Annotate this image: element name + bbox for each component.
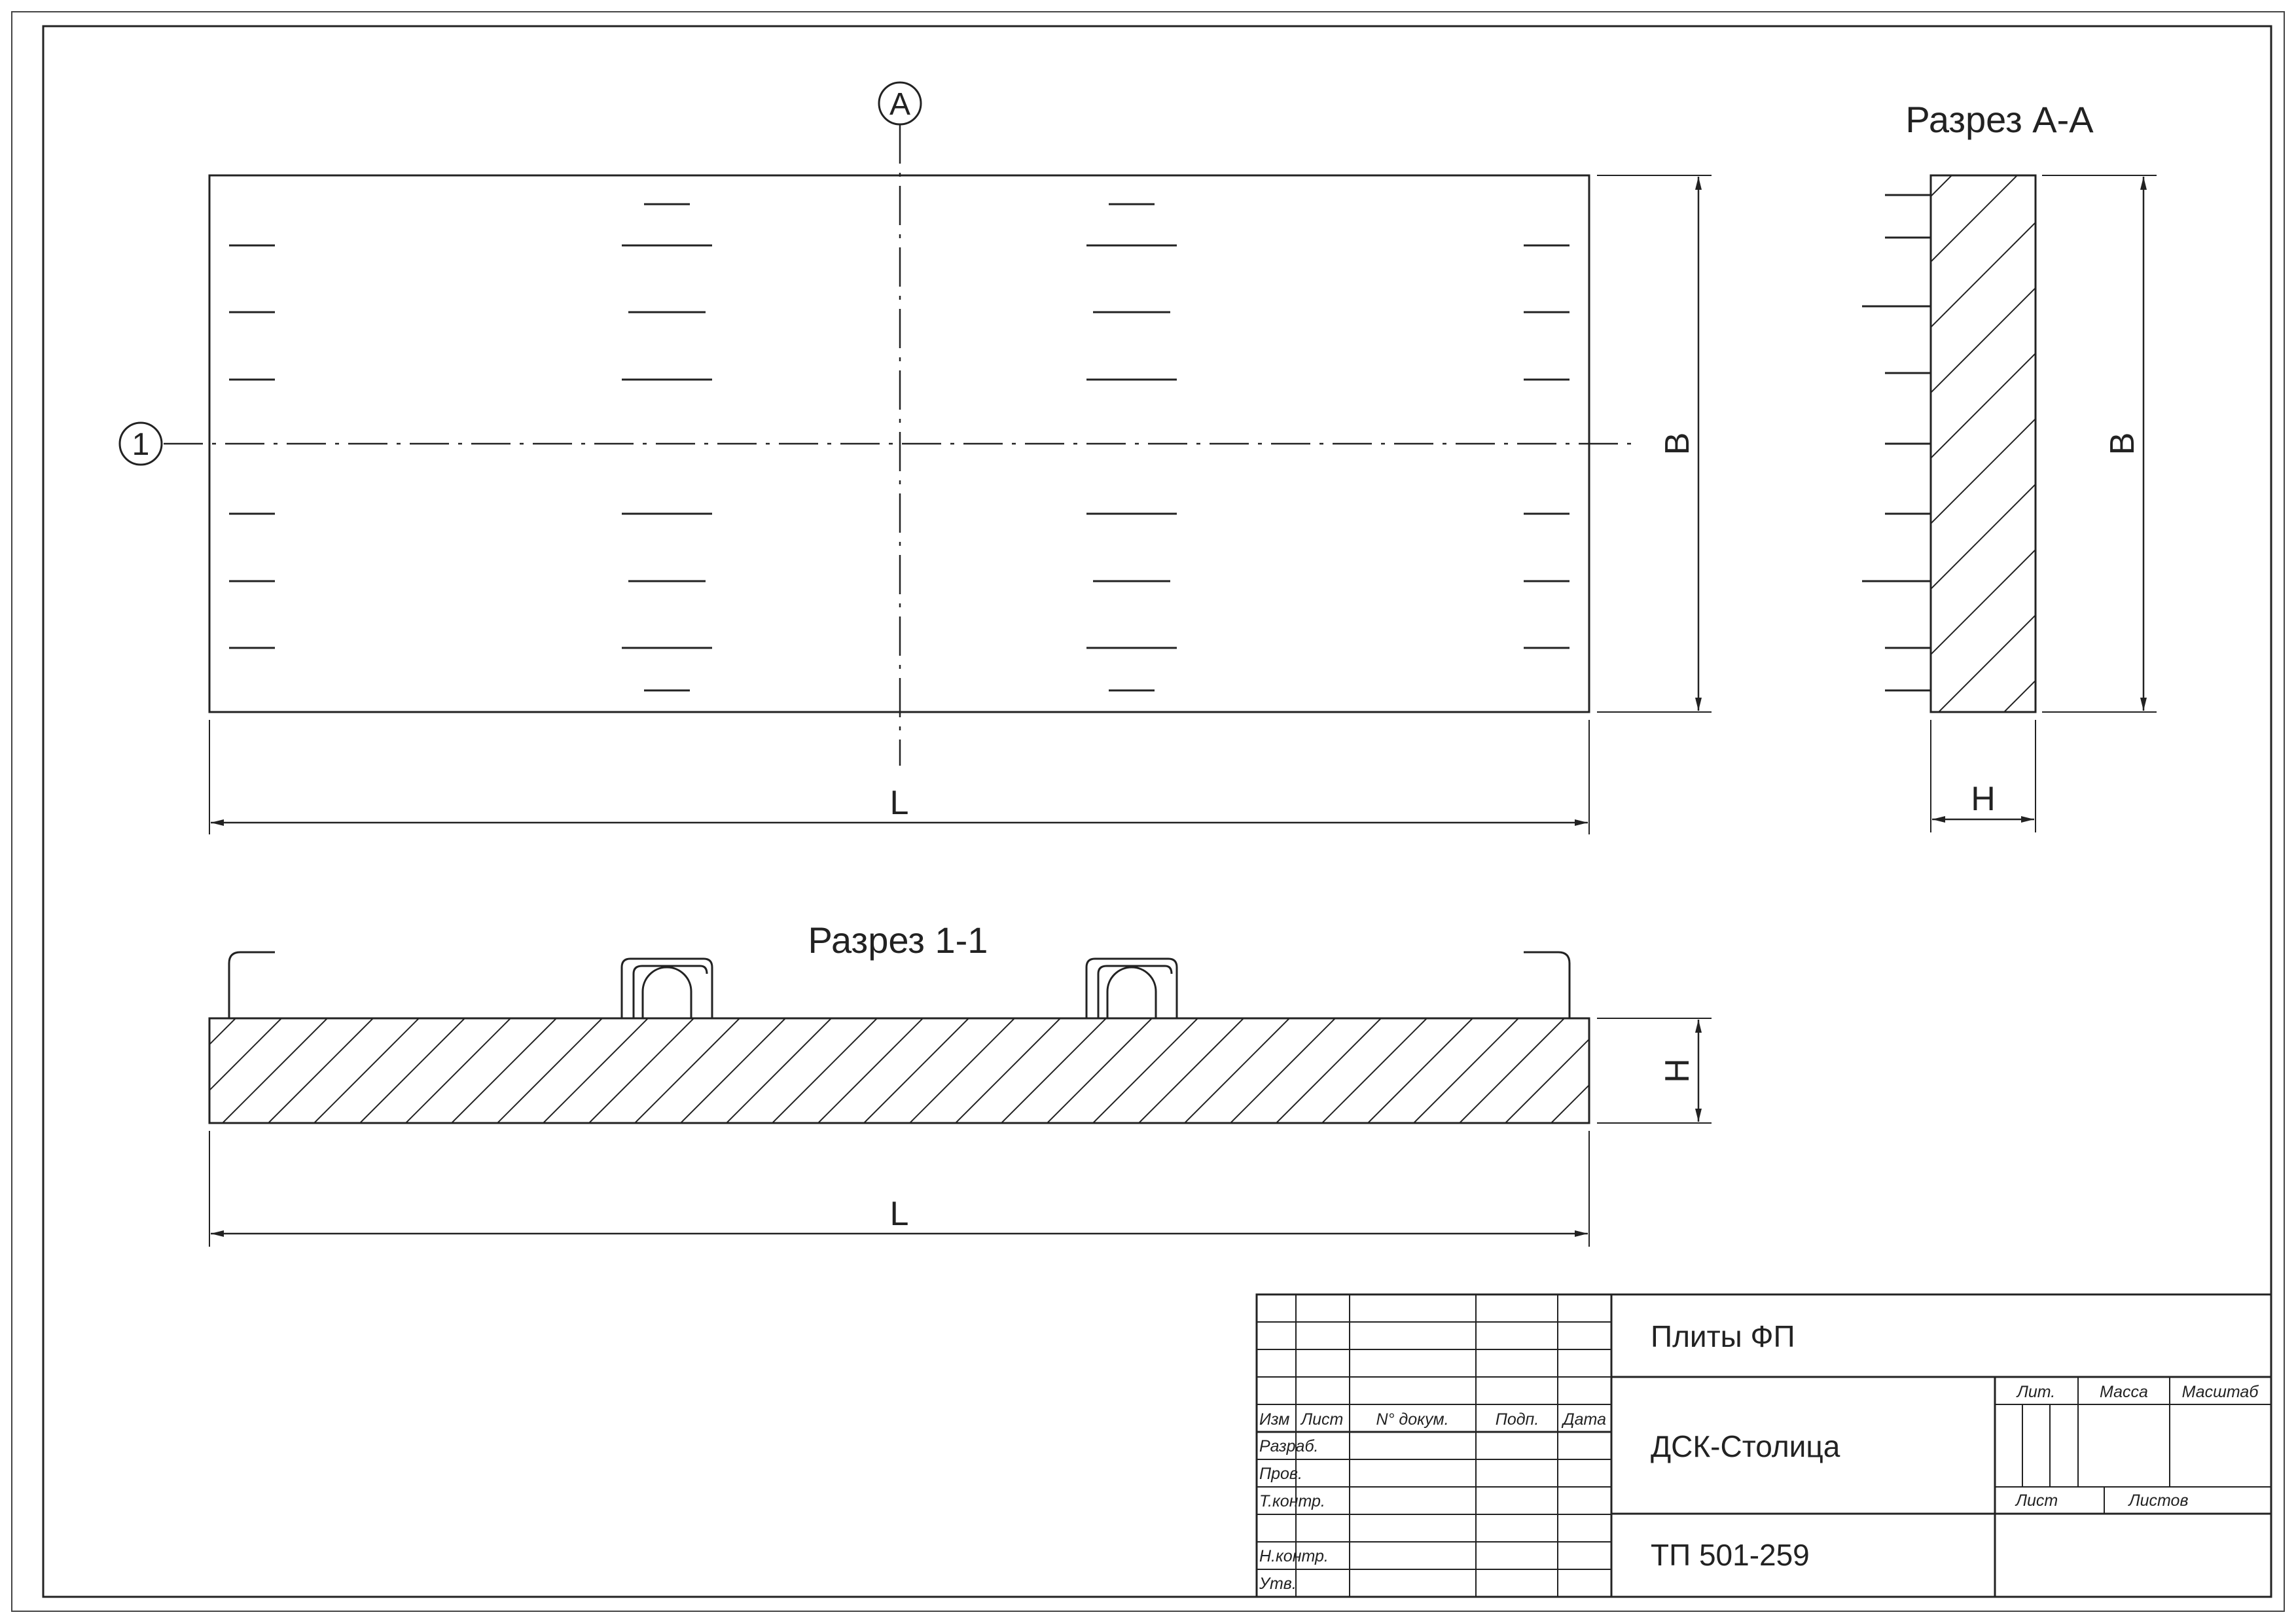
tb-header-list: Лист: [1300, 1410, 1343, 1429]
plan-view: [118, 81, 1712, 834]
section-aa-bar-ends: [1862, 194, 1931, 692]
hatch-line: [1937, 615, 2036, 712]
axis-bubble-1: [118, 421, 163, 466]
hatch-line: [1184, 1018, 1290, 1123]
hatch-line: [1931, 353, 2036, 459]
hatch-line: [588, 1018, 694, 1123]
hatch-line: [1931, 484, 2036, 590]
axis-1-label: 1: [132, 427, 150, 462]
hatch-line: [1931, 418, 2036, 524]
hatch-line: [1505, 1038, 1589, 1123]
hatch-line: [680, 1018, 786, 1123]
hatch-line: [817, 1018, 924, 1123]
hatch-line: [1001, 1018, 1107, 1123]
hatch-line: [209, 1018, 282, 1092]
outer-frame: [11, 11, 2285, 1612]
hatch-line: [451, 1018, 557, 1123]
hatch-line: [1931, 175, 2018, 262]
tb-header-doc-no: N° докум.: [1376, 1410, 1448, 1429]
hatch-line: [1092, 1018, 1198, 1123]
section-11-outline: [208, 1017, 1590, 1124]
tb-stage-scale: Масштаб: [2182, 1383, 2259, 1401]
section-11-title: Разрез 1-1: [808, 919, 988, 961]
section-11-hatching: [209, 1018, 1589, 1123]
tb-role-tech-control: Т.контр.: [1259, 1492, 1325, 1510]
tb-organization: ДСК-Столица: [1651, 1429, 1840, 1463]
hatch-line: [1321, 1018, 1427, 1123]
end-hook-left: [228, 951, 275, 1018]
dim-height-11-label: H: [1659, 1058, 1696, 1083]
hatch-line: [1413, 1018, 1519, 1123]
hatch-line: [1931, 175, 1953, 197]
title-block-frame: [1255, 1293, 2272, 1598]
tb-role-approved: Утв.: [1259, 1575, 1297, 1593]
hatch-line: [1931, 222, 2036, 328]
hatch-line: [222, 1018, 328, 1123]
lifting-loop-right: [1085, 957, 1178, 1018]
hatch-line: [1931, 287, 2036, 393]
title-block: [1255, 1293, 2272, 1598]
section-11: [208, 951, 1712, 1247]
hatch-line: [1551, 1084, 1589, 1123]
rebar-marks: [229, 203, 1570, 692]
tb-role-norm-control: Н.контр.: [1259, 1547, 1329, 1565]
hatch-line: [1276, 1018, 1382, 1123]
lifting-loop-left: [620, 957, 713, 1018]
hatch-line: [772, 1018, 878, 1123]
hatch-line: [1047, 1018, 1153, 1123]
hatch-line: [314, 1018, 420, 1123]
dim-length-plan-label: L: [890, 784, 909, 822]
hatch-line: [1459, 1018, 1565, 1123]
tb-product-name: Плиты ФП: [1651, 1319, 1795, 1353]
hatch-line: [634, 1018, 740, 1123]
tb-role-developed: Разраб.: [1259, 1437, 1318, 1455]
dim-width-aa-label: B: [2104, 433, 2142, 455]
title-block-rows: [1257, 1321, 1611, 1570]
axis-bubble-a: [878, 81, 922, 126]
tb-stage-sheet: Лист: [2015, 1491, 2058, 1510]
tb-header-izm: Изм: [1259, 1410, 1289, 1429]
tb-header-date: Дата: [1561, 1410, 1606, 1429]
hatch-line: [359, 1018, 465, 1123]
tb-document-code: ТП 501-259: [1651, 1538, 1810, 1572]
tb-header-sign: Подп.: [1496, 1410, 1539, 1429]
end-hook-right: [1524, 951, 1571, 1018]
dim-width-plan-label: B: [1659, 433, 1696, 455]
dim-length-11-label: L: [890, 1195, 909, 1233]
tb-role-checked: Пров.: [1259, 1465, 1302, 1483]
hatch-line: [1931, 549, 2036, 655]
hatch-line: [955, 1018, 1061, 1123]
hatch-line: [209, 1018, 236, 1046]
hatch-line: [726, 1018, 832, 1123]
hatch-line: [543, 1018, 649, 1123]
section-aa-title: Разрез А-А: [1905, 99, 2094, 140]
hatch-line: [863, 1018, 969, 1123]
tb-stage-lit: Лит.: [2016, 1383, 2056, 1401]
section-aa: [1862, 174, 2157, 832]
dim-height-aa-label: H: [1971, 780, 1996, 818]
section-aa-hatching: [1931, 175, 2036, 712]
hatch-line: [1367, 1018, 1473, 1123]
tb-stage-mass: Масса: [2100, 1383, 2148, 1401]
hatch-line: [1138, 1018, 1244, 1123]
hatch-line: [497, 1018, 603, 1123]
tb-stage-sheets: Листов: [2127, 1491, 2188, 1510]
hatch-line: [268, 1018, 374, 1123]
hatch-line: [405, 1018, 511, 1123]
hatch-line: [909, 1018, 1015, 1123]
axis-a-label: A: [889, 87, 910, 122]
hatch-line: [1230, 1018, 1336, 1123]
hatch-line: [2003, 680, 2036, 712]
inner-frame: [42, 25, 2272, 1598]
